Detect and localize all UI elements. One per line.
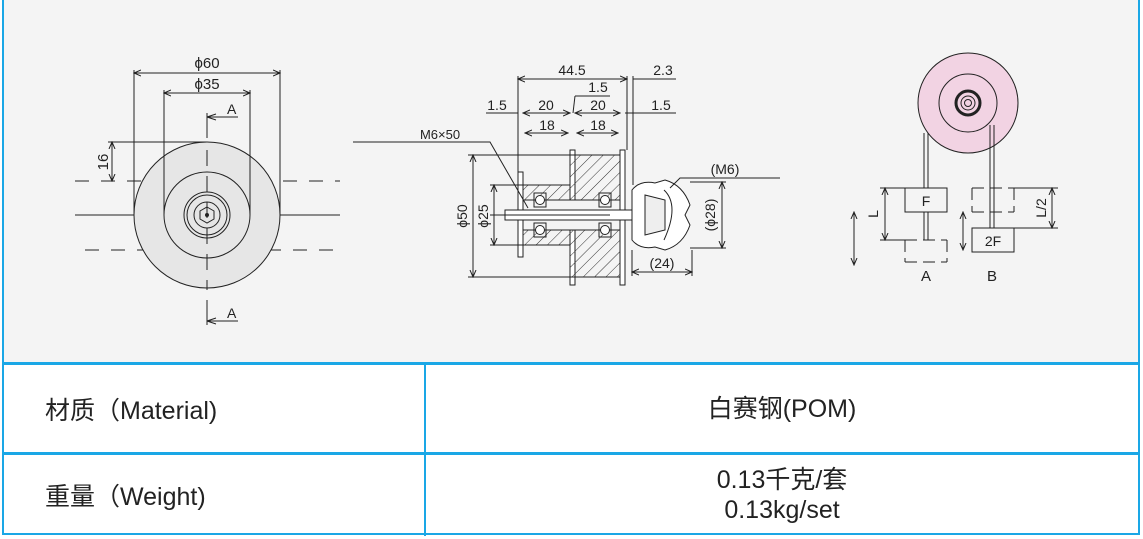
section-label-bottom: A	[227, 305, 237, 321]
table-divider-top	[2, 362, 1140, 365]
weight-value: 0.13千克/套 0.13kg/set	[426, 455, 1138, 535]
knob-thread-label: (M6)	[711, 161, 740, 177]
bolt-label: M6×50	[420, 127, 460, 142]
table-column-divider	[424, 363, 426, 536]
dim-left-flange: 1.5	[487, 97, 507, 113]
load-2f: 2F	[985, 233, 1001, 249]
config-label-b: B	[987, 268, 997, 285]
usage-view: F 2F L L/2 A B	[854, 52, 1058, 285]
dim-dia-35: ϕ35	[194, 76, 219, 93]
dim-right-flange: 1.5	[651, 97, 671, 113]
dim-dia-25: ϕ25	[475, 204, 491, 228]
stroke-l: L	[865, 210, 881, 218]
dim-width-right: 20	[590, 97, 606, 113]
table-divider-mid	[2, 452, 1140, 455]
technical-drawing: ϕ60 ϕ35 16 A A	[4, 0, 1138, 362]
config-label-a: A	[921, 268, 931, 285]
stroke-l-half: L/2	[1033, 198, 1049, 218]
dim-gap: 2.3	[653, 62, 673, 78]
dim-inner-right: 18	[590, 117, 606, 133]
dim-inner-left: 18	[539, 117, 555, 133]
section-label-top: A	[227, 101, 237, 117]
dim-mid-flange: 1.5	[588, 79, 608, 95]
front-view: ϕ60 ϕ35 16 A A	[75, 55, 340, 325]
material-value: 白赛钢(POM)	[426, 365, 1138, 452]
section-view: 44.5 2.3 1.5 1.5 20 20 1.5 18 18 M6×50 ϕ…	[353, 62, 780, 286]
dim-dia-50: ϕ50	[454, 204, 470, 228]
material-label: 材质（Material)	[45, 396, 218, 425]
material-value-text: 白赛钢(POM)	[707, 394, 857, 423]
dim-knob-dia: (ϕ28)	[702, 199, 718, 232]
dim-width-left: 20	[538, 97, 554, 113]
dim-knob-length: (24)	[650, 255, 675, 271]
weight-value-en: 0.13kg/set	[724, 496, 840, 524]
dim-dia-60: ϕ60	[194, 55, 219, 72]
weight-label: 重量（Weight)	[45, 483, 206, 511]
load-f: F	[922, 193, 931, 209]
weight-value-cn: 0.13千克/套	[716, 466, 848, 494]
dim-16: 16	[95, 154, 112, 171]
dim-overall: 44.5	[558, 62, 585, 78]
